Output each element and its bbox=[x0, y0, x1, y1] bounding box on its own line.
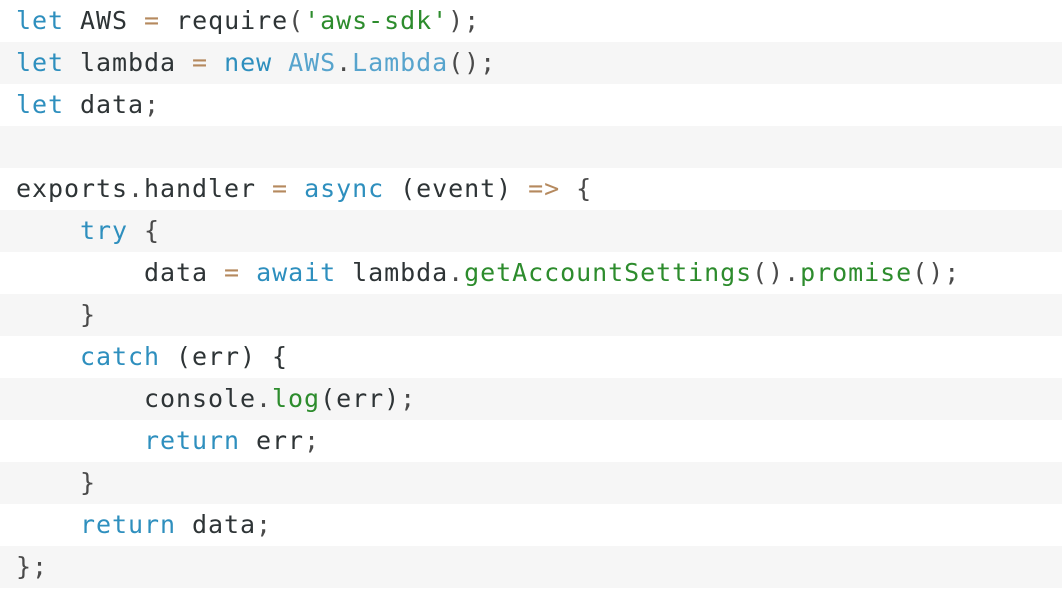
code-line[interactable] bbox=[0, 126, 1062, 168]
code-token-plain: (err) bbox=[320, 384, 401, 413]
code-token-punct: } bbox=[16, 552, 33, 581]
code-line[interactable]: }; bbox=[0, 546, 1062, 588]
code-token-fn: getAccountSettings bbox=[464, 258, 753, 287]
code-token-punct: { bbox=[128, 216, 161, 245]
code-token-plain bbox=[16, 342, 80, 371]
code-token-punct: { bbox=[560, 174, 593, 203]
code-token-plain: (event) bbox=[384, 174, 529, 203]
code-line[interactable]: } bbox=[0, 294, 1062, 336]
code-line[interactable]: let data; bbox=[0, 84, 1062, 126]
code-line[interactable]: exports.handler = async (event) => { bbox=[0, 168, 1062, 210]
code-token-kw: async bbox=[304, 174, 385, 203]
code-token-punct: . bbox=[256, 384, 273, 413]
code-line[interactable]: return err; bbox=[0, 420, 1062, 462]
code-token-punct: () bbox=[752, 258, 785, 287]
code-token-kw: let bbox=[16, 48, 65, 77]
code-token-punct: () bbox=[912, 258, 945, 287]
code-token-punct: ; bbox=[32, 552, 49, 581]
code-token-punct: ( bbox=[288, 6, 305, 35]
code-token-plain bbox=[160, 6, 176, 35]
code-token-kw: await bbox=[256, 258, 337, 287]
code-token-punct: ; bbox=[944, 258, 961, 287]
code-token-punct: ; bbox=[400, 384, 417, 413]
code-token-plain: AWS bbox=[64, 6, 145, 35]
code-line[interactable]: data = await lambda.getAccountSettings()… bbox=[0, 252, 1062, 294]
code-token-plain bbox=[16, 510, 80, 539]
code-token-punct: . bbox=[336, 48, 353, 77]
code-token-plain: data bbox=[176, 510, 257, 539]
code-token-op: = bbox=[272, 174, 289, 203]
code-token-kw: catch bbox=[80, 342, 161, 371]
code-token-op: = bbox=[224, 258, 241, 287]
code-line[interactable]: catch (err) { bbox=[0, 336, 1062, 378]
code-token-str: 'aws-sdk' bbox=[304, 6, 449, 35]
code-token-fn: promise bbox=[800, 258, 913, 287]
code-token-punct: } bbox=[16, 300, 97, 329]
code-token-kw: new bbox=[224, 48, 273, 77]
code-line[interactable]: return data; bbox=[0, 504, 1062, 546]
code-token-kw: return bbox=[144, 426, 241, 455]
code-line[interactable]: console.log(err); bbox=[0, 378, 1062, 420]
code-token-punct: () bbox=[448, 48, 481, 77]
code-token-kw: let bbox=[16, 6, 65, 35]
code-token-plain bbox=[272, 48, 288, 77]
code-line[interactable]: let AWS = require('aws-sdk'); bbox=[0, 0, 1062, 42]
code-token-plain: handler bbox=[144, 174, 273, 203]
code-token-punct: } bbox=[16, 468, 97, 497]
code-token-punct: ; bbox=[464, 6, 481, 35]
code-token-punct: ; bbox=[256, 510, 273, 539]
code-token-plain bbox=[208, 48, 224, 77]
code-line[interactable]: let lambda = new AWS.Lambda(); bbox=[0, 42, 1062, 84]
code-line[interactable]: } bbox=[0, 462, 1062, 504]
code-token-punct: ) bbox=[448, 6, 465, 35]
code-token-plain: exports bbox=[16, 174, 129, 203]
code-token-plain: require bbox=[176, 6, 289, 35]
code-token-op: = bbox=[144, 6, 161, 35]
code-token-punct: ; bbox=[304, 426, 321, 455]
code-token-class: Lambda bbox=[352, 48, 449, 77]
code-token-kw: try bbox=[80, 216, 129, 245]
code-line[interactable]: try { bbox=[0, 210, 1062, 252]
code-token-plain bbox=[240, 258, 256, 287]
code-token-plain: err bbox=[240, 426, 305, 455]
code-token-kw: return bbox=[80, 510, 177, 539]
code-token-op: = bbox=[192, 48, 209, 77]
code-token-plain bbox=[288, 174, 304, 203]
code-token-punct: . bbox=[128, 174, 145, 203]
code-token-punct: . bbox=[448, 258, 465, 287]
code-token-plain: (err) { bbox=[160, 342, 289, 371]
code-token-plain: console bbox=[16, 384, 257, 413]
code-token-kw: let bbox=[16, 90, 65, 119]
code-token-fn: log bbox=[272, 384, 321, 413]
code-token-plain: data bbox=[16, 258, 225, 287]
code-token-plain bbox=[16, 426, 144, 455]
code-token-punct: ; bbox=[480, 48, 497, 77]
code-token-plain bbox=[16, 216, 80, 245]
code-token-punct: . bbox=[784, 258, 801, 287]
code-token-plain: lambda bbox=[64, 48, 193, 77]
code-token-plain: data bbox=[64, 90, 145, 119]
code-token-class: AWS bbox=[288, 48, 337, 77]
code-token-plain: lambda bbox=[336, 258, 449, 287]
code-token-op: => bbox=[528, 174, 561, 203]
code-token-punct: ; bbox=[144, 90, 161, 119]
